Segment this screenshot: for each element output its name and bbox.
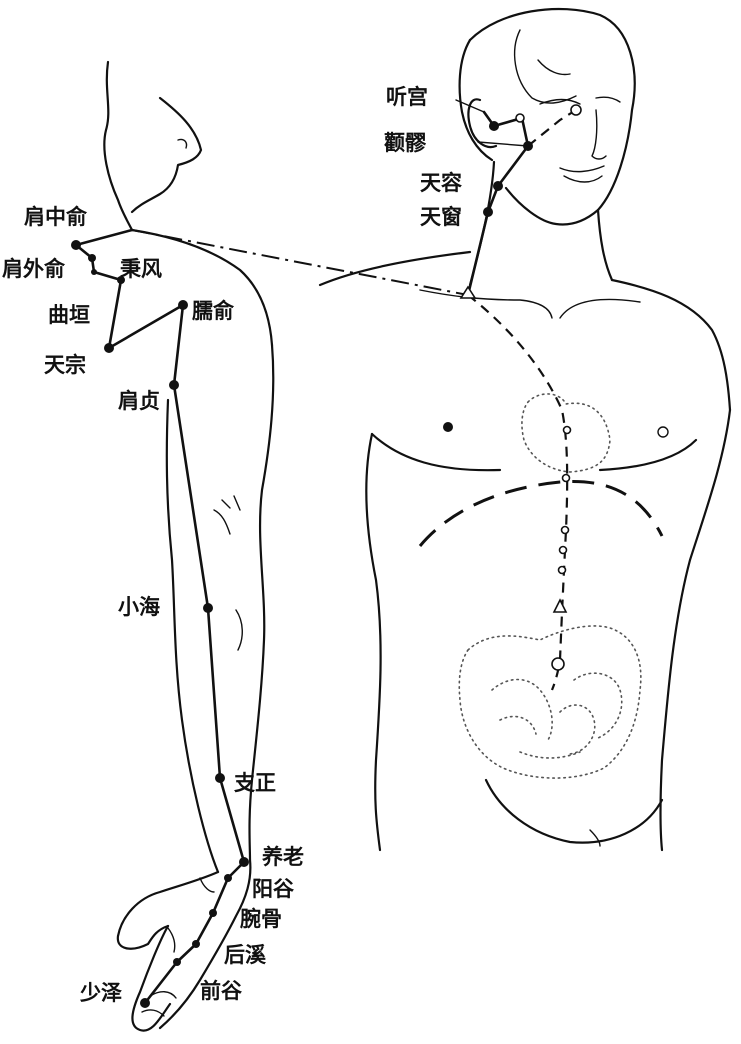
point-tianzong (104, 343, 114, 353)
heart-outline (521, 393, 611, 473)
point-open-internal-4 (558, 545, 568, 555)
internal-organs (458, 393, 642, 779)
acupoint-markers (71, 104, 582, 1008)
point-quyuan (91, 269, 97, 275)
label-naoshu: 臑俞 (192, 299, 235, 323)
point-tianchuang (483, 207, 493, 217)
label-yanglao: 养老 (261, 845, 304, 869)
nipple-left-icon (443, 422, 453, 432)
shoulder-to-chest-link (131, 229, 469, 296)
nipple-right-icon (657, 426, 669, 438)
label-quanliao: 颧髎 (384, 131, 426, 155)
point-open-internal-2 (561, 473, 571, 483)
label-bingfeng: 秉风 (120, 257, 162, 281)
label-jianzhen: 肩贞 (118, 389, 160, 413)
label-qiangu: 前谷 (200, 979, 243, 1003)
point-naoshu (178, 300, 188, 310)
point-xiaohai (203, 603, 213, 613)
label-tinggong: 听宫 (386, 85, 428, 109)
point-jianwaishu (88, 254, 96, 262)
label-shaoze: 少泽 (79, 981, 122, 1005)
point-tinggong (489, 121, 499, 131)
point-open-internal-1 (562, 425, 572, 435)
point-open-internal-3 (560, 525, 570, 535)
side-figure-outline (103, 60, 275, 1032)
label-tianrong: 天容 (420, 171, 462, 195)
quepen-marker-icon (459, 285, 477, 299)
label-quyuan: 曲垣 (48, 303, 90, 327)
point-jianzhongshu (71, 240, 81, 250)
point-wangu (209, 909, 217, 917)
point-quanliao (523, 141, 533, 151)
label-zhizheng: 支正 (234, 771, 276, 795)
point-shaoze (140, 998, 150, 1008)
point-jianzhen (169, 380, 179, 390)
front-figure-outline (318, 7, 732, 852)
point-open-face-2 (570, 104, 582, 116)
meridian-paths (74, 99, 577, 1005)
scapula-meridian-line (74, 228, 185, 350)
point-zhizheng (215, 773, 225, 783)
internal-arrow-icon (552, 598, 568, 613)
label-houxi: 后溪 (224, 943, 267, 967)
point-open-face-1 (515, 113, 525, 123)
point-yanggu (224, 874, 232, 882)
face-inner-branch (527, 109, 577, 147)
small-intestine-outline (458, 625, 642, 779)
acupoint-labels: 肩中俞 肩外俞 秉风 曲垣 臑俞 天宗 肩贞 小海 支正 养老 阳谷 腕骨 后溪… (2, 85, 462, 1005)
point-bingfeng (117, 276, 125, 284)
arm-meridian-line (143, 303, 246, 1005)
label-tianchuang: 天窗 (420, 205, 462, 229)
label-jianzhongshu: 肩中俞 (24, 205, 88, 229)
label-yanggu: 阳谷 (252, 877, 295, 901)
point-qiangu (173, 958, 181, 966)
label-jianwaishu: 肩外俞 (2, 257, 66, 281)
point-open-internal-5 (557, 565, 567, 575)
point-houxi (192, 940, 200, 948)
label-xiaohai: 小海 (118, 595, 160, 619)
label-wangu: 腕骨 (240, 907, 282, 931)
point-yanglao (239, 857, 249, 867)
point-open-small-intestine (551, 657, 565, 671)
point-tianrong (493, 181, 503, 191)
internal-meridian-line (467, 294, 569, 691)
diaphragm-line (418, 479, 664, 547)
label-tianzong: 天宗 (44, 353, 86, 377)
